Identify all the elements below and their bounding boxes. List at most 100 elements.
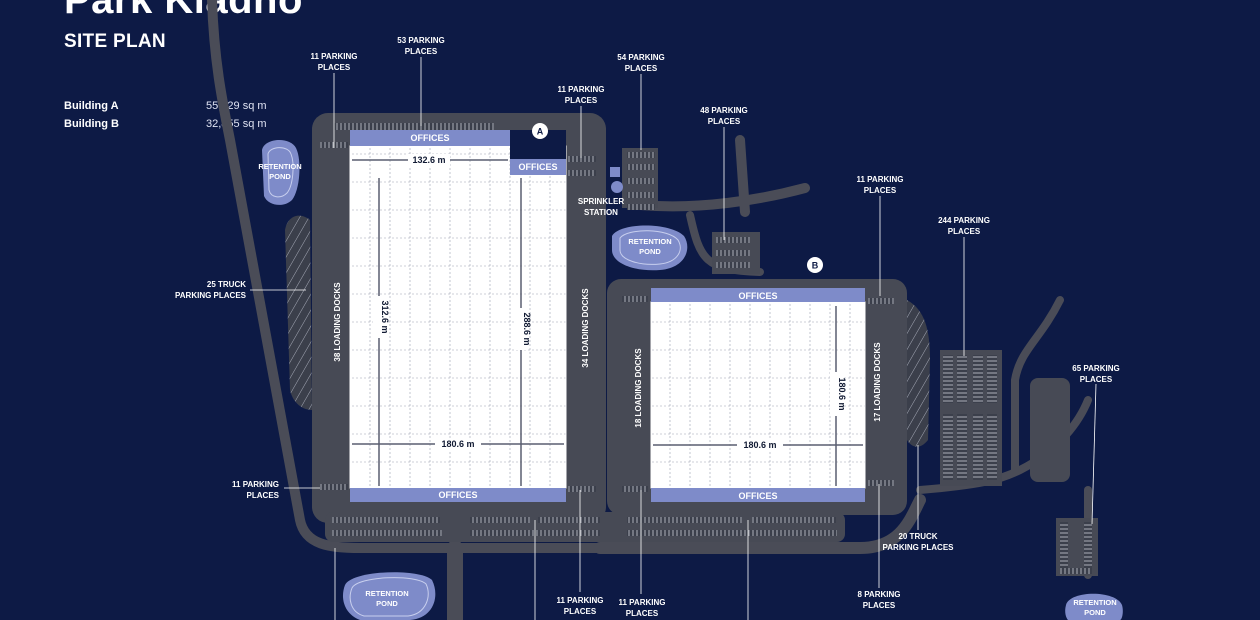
label-pond-3-line2: POND — [376, 599, 398, 608]
callout-11-parking-top-left-line2: PLACES — [318, 63, 351, 72]
callout-11-parking-sprinkler-line2: PLACES — [565, 96, 598, 105]
building-b-badge: B — [807, 257, 823, 273]
label-sprinkler-station-line2: STATION — [584, 208, 618, 217]
retention-pond-2 — [612, 225, 688, 271]
parking-row-8-b-bottomright — [868, 480, 894, 486]
project-title: Park Kladno — [64, 0, 303, 22]
label-pond-4-line1: RETENTION — [1073, 598, 1116, 607]
building-a-badge-letter: A — [537, 127, 544, 137]
callout-53-parking-line2: PLACES — [405, 47, 438, 56]
retention-pond-3 — [342, 572, 436, 620]
dimension-a-width: 132.6 m — [412, 155, 445, 165]
dimension-b-depth: 180.6 m — [743, 440, 776, 450]
label-pond-3-line1: RETENTION — [365, 589, 408, 598]
callout-244-parking-line2: PLACES — [948, 227, 981, 236]
callout-48-parking-line1: 48 PARKING — [700, 106, 747, 115]
building-b — [650, 288, 866, 502]
label-docks-b-right: 17 LOADING DOCKS — [873, 342, 882, 422]
label-pond-1-line1: RETENTION — [258, 162, 301, 171]
parking-row-11-b-bottomleft — [622, 486, 648, 492]
leader-lines — [250, 57, 1097, 620]
building-b-area: 32,855 sq m — [206, 118, 267, 130]
label-offices-a-bottom: OFFICES — [438, 490, 477, 500]
label-pond-4-line2: POND — [1084, 608, 1106, 617]
callout-11-parking-bottom-left-line1: 11 PARKING — [232, 480, 279, 489]
callout-11-parking-sprinkler-line1: 11 PARKING — [558, 85, 605, 94]
retention-pond-1 — [262, 139, 300, 205]
dimension-a-length-left: 312.6 m — [380, 300, 390, 333]
callout-11-parking-b-top-line1: 11 PARKING — [857, 175, 904, 184]
callout-48-parking-line2: PLACES — [708, 117, 741, 126]
parking-block-65 — [1030, 378, 1098, 576]
parking-row-bottom-7 — [627, 517, 742, 523]
sprinkler-station — [610, 167, 623, 193]
label-offices-a-top: OFFICES — [410, 133, 449, 143]
parking-row-11-a-bottomleft — [320, 484, 348, 490]
callout-53-parking-line1: 53 PARKING — [397, 36, 444, 45]
callout-8-parking-line2: PLACES — [863, 601, 896, 610]
callout-11-parking-b-top-line2: PLACES — [864, 186, 897, 195]
truck-parking-20 — [907, 300, 930, 447]
callout-20-truck-line1: 20 TRUCK — [898, 532, 937, 541]
parking-block-54 — [622, 148, 658, 210]
building-a-offices-side — [510, 159, 566, 175]
building-a-offices-bottom — [350, 488, 566, 502]
label-offices-b-top: OFFICES — [738, 291, 777, 301]
parking-row-bottom-1 — [332, 517, 398, 523]
parking-row-bottom-4 — [470, 517, 530, 523]
callout-25-truck-line2: PARKING PLACES — [175, 291, 247, 300]
parking-row-bottom-9 — [627, 530, 837, 536]
callout-20-truck-line2: PARKING PLACES — [883, 543, 955, 552]
callout-8-parking-line1: 8 PARKING — [858, 590, 901, 599]
parking-row-11-a-bottomright — [568, 486, 596, 492]
callout-11-parking-bottom-mid-line1: 11 PARKING — [557, 596, 604, 605]
callout-11-parking-bottom-left-line2: PLACES — [247, 491, 280, 500]
bottom-parking-strip — [325, 512, 845, 542]
parking-row-b-topleft — [622, 296, 648, 302]
building-b-name: Building B — [64, 118, 119, 130]
parking-row-11-a-topright — [568, 156, 596, 162]
parking-block-48 — [712, 232, 760, 274]
parking-block-244 — [940, 350, 1002, 486]
dimension-a-length-right: 288.6 m — [522, 312, 532, 345]
callout-244-parking-line1: 244 PARKING — [938, 216, 990, 225]
retention-pond-4 — [1065, 593, 1123, 620]
building-b-offices-top — [651, 288, 865, 302]
label-offices-b-bottom: OFFICES — [738, 491, 777, 501]
building-a — [349, 130, 567, 502]
building-a-name: Building A — [64, 100, 119, 112]
callout-25-truck-line1: 25 TRUCK — [207, 280, 246, 289]
road-network — [207, 0, 1092, 620]
callout-65-parking-line2: PLACES — [1080, 375, 1113, 384]
label-pond-2-line1: RETENTION — [628, 237, 671, 246]
building-a-offices-top — [350, 130, 510, 146]
parking-row-11-b-topright — [868, 298, 894, 304]
dimension-a-depth: 180.6 m — [441, 439, 474, 449]
callout-11-parking-bottom-mid-line2: PLACES — [564, 607, 597, 616]
building-a-badge: A — [532, 123, 548, 139]
parking-row-bottom-3 — [332, 530, 442, 536]
building-b-offices-bottom — [651, 488, 865, 502]
parking-row-bottom-5 — [538, 517, 600, 523]
label-sprinkler-station-line1: SPRINKLER — [578, 197, 624, 206]
dimension-b-length: 180.6 m — [837, 377, 847, 410]
callout-11-parking-top-left-line1: 11 PARKING — [311, 52, 358, 61]
label-docks-b-left: 18 LOADING DOCKS — [634, 348, 643, 428]
page-subtitle: SITE PLAN — [64, 31, 166, 52]
building-b-badge-letter: B — [812, 261, 819, 271]
callout-54-parking-line1: 54 PARKING — [617, 53, 664, 62]
label-pond-1-line2: POND — [269, 172, 291, 181]
label-pond-2-line2: POND — [639, 247, 661, 256]
parking-row-bottom-8 — [752, 517, 836, 523]
parking-row-a-topright-2 — [568, 170, 596, 176]
label-offices-a-side: OFFICES — [518, 162, 557, 172]
parking-row-bottom-2 — [385, 517, 440, 523]
callout-11-parking-bottom-b-line2: PLACES — [626, 609, 659, 618]
callout-11-parking-bottom-b-line1: 11 PARKING — [619, 598, 666, 607]
truck-parking-25 — [285, 215, 312, 410]
parking-row-53 — [334, 123, 494, 130]
callout-54-parking-line2: PLACES — [625, 64, 658, 73]
label-docks-a-left: 38 LOADING DOCKS — [333, 282, 342, 362]
callout-65-parking-line1: 65 PARKING — [1072, 364, 1119, 373]
